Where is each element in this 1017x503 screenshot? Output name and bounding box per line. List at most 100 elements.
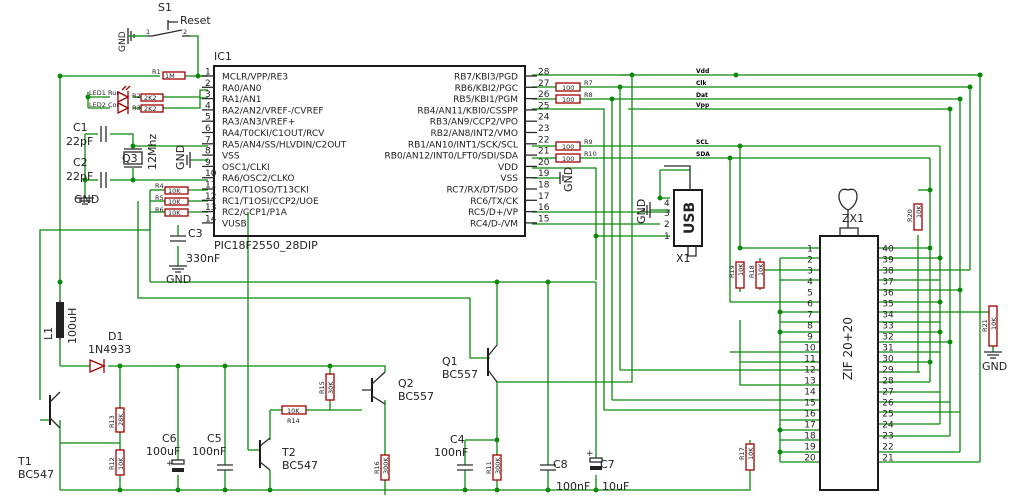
zif-pin-number: 1 [807, 245, 813, 255]
gnd-osc-label: GND [74, 193, 99, 206]
zif-pin-number: 38 [882, 267, 894, 277]
c6-value: 100uF [146, 445, 180, 458]
zif-pin-number: 36 [882, 289, 894, 299]
c3: C3 330nF GND [166, 227, 220, 286]
sig-dat: Dat [696, 92, 708, 99]
zif-pin-number: 7 [807, 311, 813, 321]
r19-value: 10K [737, 263, 745, 276]
ic1-pin-label: RC6/TX/CK [470, 197, 519, 207]
r12: 10K R12 [108, 449, 125, 476]
c8-ref: C8 [553, 458, 568, 471]
l1-value: 100uH [66, 308, 79, 344]
ic1-pin-label: RC4/D-/VM [470, 219, 518, 229]
s1-label: Reset [180, 14, 211, 27]
t2-value: BC547 [282, 459, 318, 472]
reset-switch: S1 Reset 1 2 GND [118, 1, 211, 52]
d1-value: 1N4933 [88, 343, 131, 356]
ic1-pin-number: 26 [538, 90, 550, 100]
r20-value: 10K [915, 205, 923, 218]
ic1-name: PIC18F2550_28DIP [214, 239, 318, 252]
r16-ref: R16 [373, 461, 381, 474]
sig-sda: SDA [696, 151, 710, 158]
r8: 100 R8 [555, 91, 593, 104]
zif-pin-number: 26 [882, 399, 894, 409]
zif-pin-number: 29 [882, 366, 894, 376]
led1-tag: Run [108, 89, 120, 97]
ic1-pin-label: VSS [500, 174, 518, 184]
ic1-pin-number: 2 [205, 79, 211, 89]
zif-pin-number: 34 [882, 311, 894, 321]
ic1-pin-label: RA3/AN3/VREF+ [222, 118, 295, 128]
r11-ref: R11 [485, 461, 493, 474]
ic1-pin-number: 21 [538, 147, 549, 157]
c4-ref: C4 [450, 433, 465, 446]
zif-pins: 1234567891011121314151617181920403938373… [804, 245, 894, 464]
ic1-pin-number: 17 [538, 192, 549, 202]
r10: 100 R10 [555, 150, 597, 163]
zif-pin-number: 12 [804, 366, 815, 376]
ic1-pin-label: RB2/AN8/INT2/VMO [431, 129, 518, 139]
r3-ref: R3 [132, 104, 141, 112]
r9-value: 100 [562, 143, 574, 151]
usb-pin-2: 2 [664, 220, 670, 230]
ic1-pin-label: RC2/CCP1/P1A [222, 208, 288, 218]
s1-gnd: GND [118, 31, 128, 52]
zif-pin-number: 4 [807, 278, 813, 288]
c2-ref: C2 [73, 156, 88, 169]
r12-ref: R12 [108, 457, 116, 470]
ic1-pin-number: 16 [538, 203, 550, 213]
transistor-t1: T1 BC547 [17, 391, 61, 481]
t2-ref: T2 [281, 446, 296, 459]
r18-ref: R18 [748, 265, 756, 278]
zif-pin-number: 22 [882, 443, 893, 453]
r3: 2K2 R3 [132, 104, 164, 113]
ic1-pin-label: RB0/AN12/INT0/LFT0/SDI/SDA [385, 152, 519, 162]
q1-value: BC557 [442, 368, 478, 381]
r12-value: 10K [117, 457, 125, 470]
zif-pin-number: 2 [807, 256, 813, 266]
ic1-pin-number: 15 [538, 214, 549, 224]
r6-ref: R6 [155, 206, 164, 214]
zif-pin-number: 3 [807, 267, 813, 277]
r8-ref: R8 [584, 91, 593, 99]
ic1-pin-label: RC0/T1OSO/T13CKI [222, 186, 309, 196]
ic1-pin-number: 28 [538, 68, 550, 78]
ic1-pin-number: 20 [538, 158, 550, 168]
zif-pin-number: 39 [882, 256, 894, 266]
r14-value: 10K [287, 407, 300, 415]
c7-value: 10uF [602, 480, 629, 493]
r1: 1M R1 [152, 68, 186, 80]
diode-d1: D1 1N4933 [88, 330, 131, 373]
c6-ref: C6 [162, 432, 177, 445]
r13: 28K R13 [108, 407, 125, 433]
usb-gnd: GND [635, 199, 648, 224]
transistor-t2: T2 BC547 [259, 437, 318, 472]
ic1-pin-number: 27 [538, 79, 549, 89]
zif-pin-number: 31 [882, 344, 893, 354]
r4: 10K R4 [155, 182, 189, 195]
zif-pin-number: 21 [882, 454, 893, 464]
ic1-pin-number: 11 [205, 181, 216, 191]
q2-ref: Q2 [398, 377, 414, 390]
r3-value: 2K2 [144, 105, 157, 113]
c8-value: 100nF [556, 480, 590, 493]
r14-ref: R14 [287, 417, 300, 425]
r17-value: 10K [747, 447, 755, 460]
zif-pin-number: 23 [882, 432, 893, 442]
ic1-pin-label: RC5/D+/VP [468, 208, 519, 218]
zif-pin-number: 11 [804, 355, 815, 365]
svg-text:+: + [166, 459, 174, 469]
transistor-q1: Q1 BC557 [442, 344, 498, 383]
zif-pin-number: 40 [882, 245, 894, 255]
ic1-pin-label: OSC1/CLKI [222, 163, 270, 173]
ic1-pin-label: RB4/AN11/KBI0/CSSPP [417, 106, 518, 116]
c1-value: 22pF [66, 135, 93, 148]
r2: 2K2 R2 [132, 92, 164, 102]
c6: + C6 100uF [146, 432, 185, 472]
r7: 100 R7 [555, 79, 593, 92]
ic1-pin-label: RA1/AN1 [222, 95, 261, 105]
ic1-pin-number: 24 [538, 113, 550, 123]
d1-ref: D1 [108, 330, 123, 343]
zif-pin-number: 6 [807, 300, 813, 310]
